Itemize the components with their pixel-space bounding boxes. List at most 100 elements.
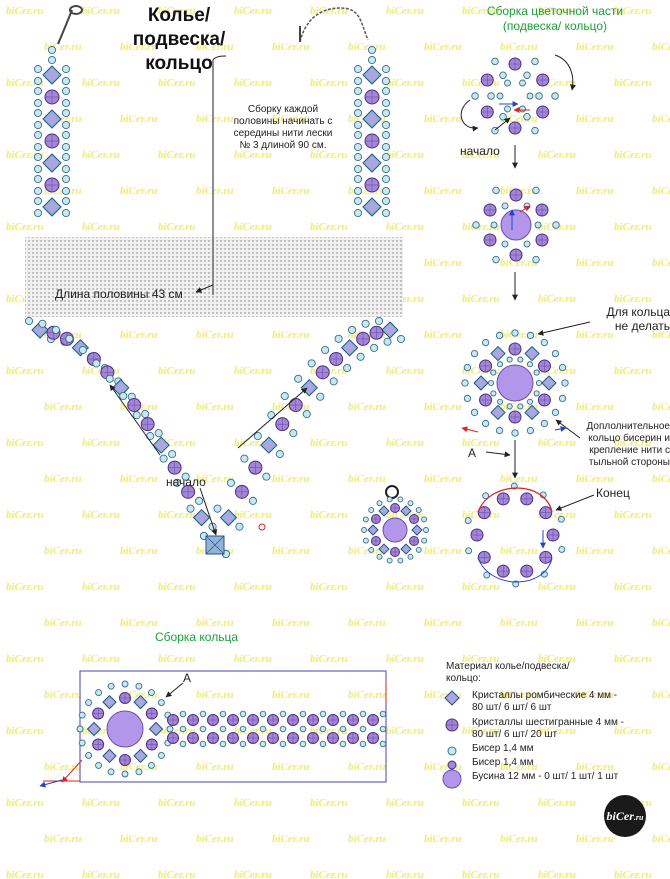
- rhombic-crystal-core: [197, 513, 206, 523]
- seed-bead: [501, 202, 509, 210]
- seed-bead: [359, 740, 367, 748]
- seed-bead: [226, 478, 235, 487]
- watermark-text: biCer.ru: [386, 437, 424, 449]
- rhombic-crystal-core: [224, 513, 233, 523]
- seed-bead: [339, 725, 347, 733]
- seed-bead: [370, 343, 379, 352]
- watermark-text: biCer.ru: [272, 833, 310, 845]
- watermark-text: biCer.ru: [82, 581, 120, 593]
- watermark-text: biCer.ru: [500, 617, 538, 629]
- legend-rhombic-line-1: Кристаллы ромбические 4 мм -: [472, 690, 618, 701]
- seed-bead: [511, 329, 519, 337]
- seed-bead: [316, 392, 325, 401]
- watermark-text: biCer.ru: [158, 5, 196, 17]
- seed-bead: [33, 86, 43, 96]
- seed-bead: [33, 174, 43, 184]
- rhombic-crystal-core: [403, 508, 409, 514]
- seed-bead: [381, 98, 391, 108]
- seed-bead: [534, 221, 542, 229]
- watermark-text: biCer.ru: [234, 5, 272, 17]
- seed-bead: [61, 164, 71, 174]
- seed-bead: [319, 725, 327, 733]
- seed-bead: [179, 725, 187, 733]
- materials-title: Материал колье/подвеска/кольцо:: [446, 661, 646, 685]
- watermark-text: biCer.ru: [158, 149, 196, 161]
- watermark-text: biCer.ru: [6, 797, 44, 809]
- watermark-text: biCer.ru: [158, 365, 196, 377]
- watermark-text: biCer.ru: [6, 581, 44, 593]
- seed-bead: [157, 699, 165, 706]
- watermark-text: biCer.ru: [158, 869, 196, 879]
- watermark-text: biCer.ru: [158, 77, 196, 89]
- seed-bead: [275, 450, 284, 459]
- seed-bead: [511, 429, 519, 437]
- seed-bead: [179, 740, 187, 748]
- rhombic-crystal-core: [370, 527, 376, 533]
- watermark-text: biCer.ru: [348, 761, 386, 773]
- pointer-arrow: [109, 384, 161, 456]
- seed-bead: [78, 711, 86, 719]
- watermark-text: biCer.ru: [6, 365, 44, 377]
- seed-bead: [219, 740, 227, 748]
- bicer-logo: biCer.ru: [604, 795, 646, 837]
- flower-assembly-title: Сборка цветочной части(подвеска/ кольцо): [440, 4, 670, 34]
- seed-bead: [361, 319, 370, 328]
- watermark-text: biCer.ru: [614, 221, 652, 233]
- rhombic-crystal-core: [494, 408, 502, 417]
- rhombic-crystal-core: [136, 698, 145, 706]
- big-bead: [382, 517, 408, 543]
- watermark-text: biCer.ru: [538, 797, 576, 809]
- big-bead: [106, 710, 144, 748]
- thread-path-red: [477, 487, 553, 513]
- pointer-arrow: [39, 779, 63, 788]
- seed-bead: [531, 126, 539, 135]
- note-line-3: середины нити лески: [233, 128, 333, 139]
- rhombic-crystal-core: [403, 546, 409, 552]
- seed-bead: [495, 331, 504, 340]
- seed-bead: [334, 334, 343, 343]
- bead-pattern: [24, 5, 595, 788]
- seed-bead: [461, 379, 469, 387]
- watermark-text: biCer.ru: [6, 509, 44, 521]
- watermark-text: biCer.ru: [576, 689, 614, 701]
- watermark-text: biCer.ru: [424, 41, 462, 53]
- pointer-arrow: [554, 426, 567, 432]
- seed-bead: [121, 680, 129, 688]
- seed-bead: [240, 454, 249, 463]
- watermark-text: biCer.ru: [196, 689, 234, 701]
- seed-bead: [381, 86, 391, 96]
- seed-bead: [504, 79, 511, 87]
- seed-bead: [248, 496, 257, 505]
- watermark-text: biCer.ru: [6, 653, 44, 665]
- watermark-text: biCer.ru: [44, 545, 82, 557]
- seed-bead: [415, 546, 422, 553]
- watermark-text: biCer.ru: [462, 725, 500, 737]
- page-title: Колье/подвеска/кольцо: [124, 4, 234, 76]
- rhombic-crystal-core: [35, 325, 45, 335]
- watermark-text: biCer.ru: [424, 617, 462, 629]
- rhombic-crystal-core: [367, 202, 377, 212]
- seed-bead: [239, 725, 247, 733]
- watermark-text: biCer.ru: [196, 401, 234, 413]
- watermark-text: biCer.ru: [500, 473, 538, 485]
- watermark-text: biCer.ru: [462, 653, 500, 665]
- pointer-arrow: [519, 205, 531, 213]
- watermark-text: biCer.ru: [272, 689, 310, 701]
- rhombic-crystal-core: [477, 379, 485, 387]
- watermark-text: biCer.ru: [386, 221, 424, 233]
- thread-path-blue: [477, 557, 553, 583]
- seed-bead: [353, 64, 363, 74]
- watermark-text: biCer.ru: [348, 833, 386, 845]
- watermark-text: biCer.ru: [386, 797, 424, 809]
- seed-bead: [253, 432, 262, 441]
- seed-bead: [383, 337, 392, 346]
- seed-bead: [381, 208, 391, 218]
- extra-ring-line-2: кольцо бисерин и: [588, 433, 670, 444]
- watermark-text: biCer.ru: [272, 41, 310, 53]
- no-ring-line-1: Для кольца: [606, 305, 670, 319]
- watermark-text: biCer.ru: [310, 221, 348, 233]
- end-label: Конец: [596, 486, 630, 500]
- seed-bead: [558, 394, 567, 403]
- watermark-text: biCer.ru: [44, 401, 82, 413]
